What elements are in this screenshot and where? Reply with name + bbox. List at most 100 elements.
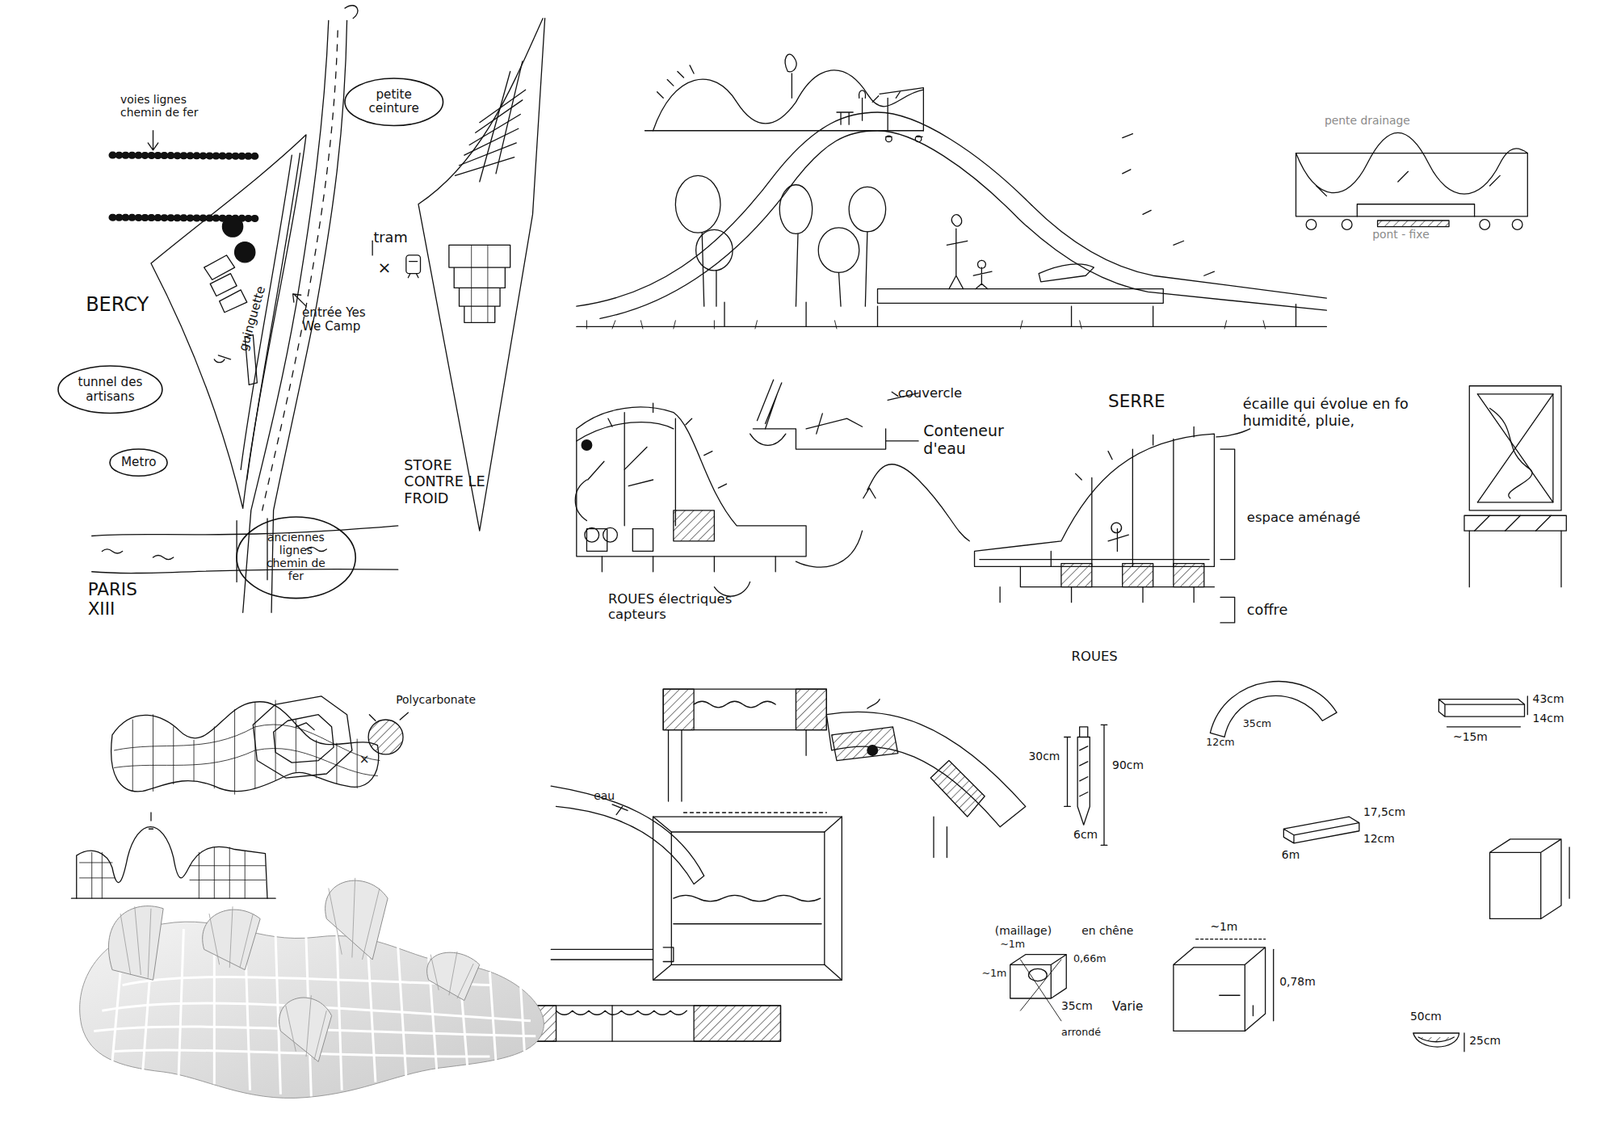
sketch-label: 14cm xyxy=(1532,712,1565,726)
sketch-line xyxy=(653,70,924,131)
sketch-line xyxy=(368,719,404,755)
sketch-line xyxy=(1100,724,1108,845)
sketch-line xyxy=(750,428,887,450)
sketch-line xyxy=(79,847,266,899)
sketch-line xyxy=(293,293,307,307)
sketch-line xyxy=(535,1005,781,1042)
sketch-line xyxy=(724,302,1297,327)
note-outline xyxy=(58,365,163,414)
sketch-label: 30cm xyxy=(1028,750,1061,764)
sketch-line xyxy=(222,216,243,237)
sketch-line xyxy=(867,699,880,709)
sketch-line xyxy=(114,724,380,776)
sketch-line xyxy=(818,227,860,273)
sketch-line xyxy=(1061,563,1205,588)
sketch-line xyxy=(406,255,421,274)
sketch-label: PARIS XIII xyxy=(88,579,156,620)
sketch-line xyxy=(471,244,488,323)
sketch-line xyxy=(826,711,1025,827)
note-text-group: tunnel des artisans xyxy=(76,375,144,404)
sketch-line xyxy=(427,952,480,1000)
sketch-line xyxy=(1077,726,1090,825)
sketch-line xyxy=(576,412,677,526)
sketch-line xyxy=(79,877,545,1099)
sketch-label: espace aménagé xyxy=(1247,510,1361,526)
sketch-line xyxy=(795,530,862,567)
sketch-line xyxy=(535,1005,781,1042)
sketch-label: Varie xyxy=(1112,999,1143,1014)
sketch-line xyxy=(132,700,357,794)
sketch-line xyxy=(204,255,248,313)
sketch-label: en chêne xyxy=(1081,924,1134,938)
sketch-line xyxy=(556,1010,688,1015)
sketch-label: BERCY xyxy=(85,293,149,317)
sketch-line xyxy=(836,90,866,125)
sketch-line xyxy=(120,906,152,978)
sketch-line xyxy=(418,18,546,531)
sketch-label: arrondé xyxy=(1061,1026,1101,1039)
circled-note: tunnel des artisans xyxy=(56,364,164,416)
note-text: tunnel des artisans xyxy=(76,375,144,404)
sketch-line xyxy=(974,433,1215,567)
sketch-line xyxy=(92,525,399,537)
sketch-line xyxy=(779,184,812,235)
note-text: Metro xyxy=(121,455,157,470)
sketch-line xyxy=(973,260,992,289)
sketch-line xyxy=(933,816,947,858)
sketch-line xyxy=(279,997,332,1062)
sketch-line xyxy=(1438,699,1525,717)
sketch-line xyxy=(979,558,1210,560)
sketch-line xyxy=(1469,386,1562,511)
sketch-line xyxy=(214,355,231,363)
sketch-line xyxy=(112,155,256,156)
sketch-label: × xyxy=(377,258,391,278)
sketch-line xyxy=(1028,968,1048,981)
sketch-line xyxy=(479,61,523,182)
sketch-line xyxy=(1196,938,1266,940)
sketch-line xyxy=(1220,449,1235,559)
sketch-line xyxy=(1219,995,1254,1016)
sketch-line xyxy=(586,320,1265,329)
sketch-line xyxy=(806,413,862,434)
sketch-line xyxy=(576,326,1328,328)
sketch-line xyxy=(653,816,843,980)
sketch-line xyxy=(76,827,268,899)
sketch-line xyxy=(252,696,353,778)
sketch-label: SERRE xyxy=(1108,391,1166,412)
sketch-label: 43cm xyxy=(1532,692,1565,706)
sketch-line xyxy=(608,403,727,488)
sketch-line xyxy=(120,877,474,1060)
sketch-line xyxy=(879,88,924,131)
sketch-line xyxy=(1418,1037,1454,1042)
sketch-line xyxy=(1272,949,1274,1021)
sketch-line xyxy=(1209,681,1337,738)
sketch-label: pente drainage xyxy=(1324,114,1411,128)
sketch-label: ~1m xyxy=(1209,920,1238,934)
sketch-line xyxy=(1064,736,1071,807)
sketch-line xyxy=(454,89,525,176)
note-outline xyxy=(236,516,356,598)
sketch-line xyxy=(930,760,985,818)
sketch-line xyxy=(1477,394,1553,503)
sketch-line xyxy=(576,407,807,557)
sketch-label: entrée Yes We Camp xyxy=(302,306,388,335)
sketch-line xyxy=(112,923,525,1097)
sketch-line xyxy=(756,379,782,429)
sketch-label: 12cm xyxy=(1363,832,1395,846)
sketch-line xyxy=(273,714,335,763)
sketch-line xyxy=(1075,426,1195,480)
sketch-line xyxy=(112,155,256,156)
sketch-label: Conteneur d'eau xyxy=(923,422,1038,458)
sketch-line xyxy=(673,894,821,902)
sketch-line xyxy=(612,804,628,815)
sketch-line xyxy=(328,877,380,960)
sketch-line xyxy=(863,487,876,499)
sketch-line xyxy=(1490,408,1533,499)
sketch-label: pont - fixe xyxy=(1372,228,1429,242)
sketch-line xyxy=(1511,219,1523,231)
sketch-line xyxy=(867,745,878,756)
sketch-line xyxy=(108,906,164,981)
sketch-line xyxy=(584,527,600,542)
sketch-label: × xyxy=(359,752,370,767)
